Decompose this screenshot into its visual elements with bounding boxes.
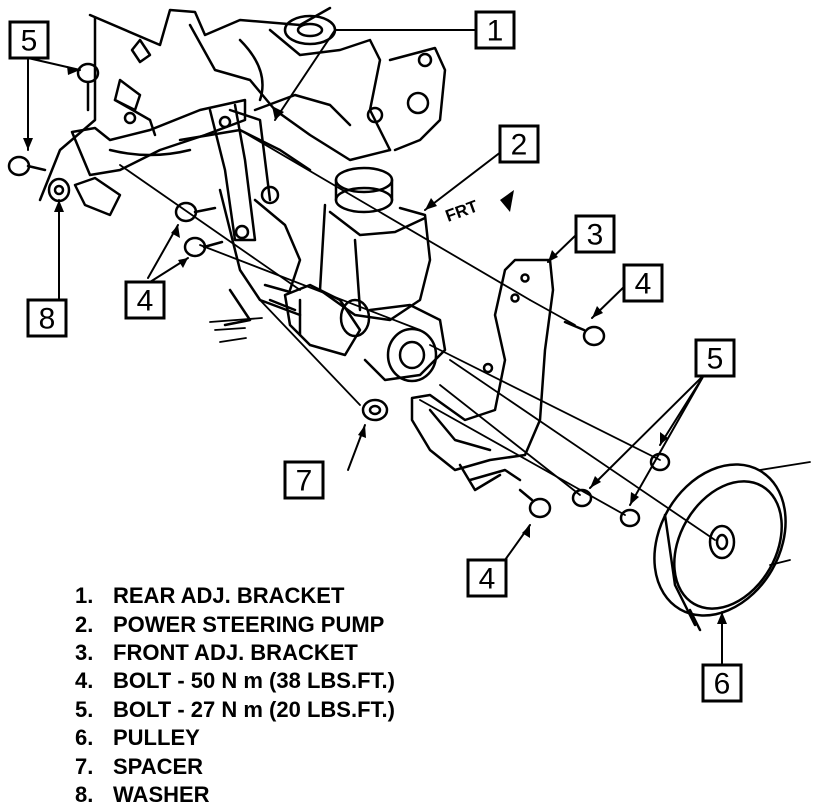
power-steering-pump xyxy=(263,166,447,383)
front-direction-indicator: FRT xyxy=(443,190,514,226)
callout-6: 6 xyxy=(701,663,743,703)
washer xyxy=(47,177,71,203)
svg-text:6: 6 xyxy=(714,668,731,701)
front-adj-bracket xyxy=(410,258,555,492)
svg-text:4: 4 xyxy=(479,563,496,596)
callout-4c: 4 xyxy=(466,558,508,598)
frt-label: FRT xyxy=(443,196,481,225)
svg-text:4: 4 xyxy=(635,268,652,301)
legend-item: 3.FRONT ADJ. BRACKET xyxy=(75,639,358,665)
svg-text:5: 5 xyxy=(707,343,724,376)
callout-4b: 4 xyxy=(622,263,664,303)
leader-lines xyxy=(27,29,723,666)
svg-text:5: 5 xyxy=(21,25,38,58)
exploded-guide-lines xyxy=(119,129,811,566)
callout-5b: 5 xyxy=(694,338,736,378)
callout-5a: 5 xyxy=(8,20,50,60)
callout-7: 7 xyxy=(283,460,325,500)
svg-text:1: 1 xyxy=(487,15,504,48)
spacer xyxy=(361,398,389,422)
pulley xyxy=(653,463,787,632)
legend-item: 7.SPACER xyxy=(75,753,204,779)
callout-8: 8 xyxy=(26,298,68,338)
frt-arrow-icon xyxy=(500,190,514,212)
bolts xyxy=(7,62,671,528)
svg-text:3: 3 xyxy=(587,219,604,252)
svg-text:4: 4 xyxy=(137,285,154,318)
svg-text:8: 8 xyxy=(39,303,56,336)
legend-item: 1.REAR ADJ. BRACKET xyxy=(75,583,345,609)
legend-item: 6.PULLEY xyxy=(75,725,200,751)
rear-adj-bracket xyxy=(70,98,280,242)
svg-text:2: 2 xyxy=(511,129,528,162)
legend-item: 2.POWER STEERING PUMP xyxy=(75,611,385,637)
callout-1: 1 xyxy=(474,10,516,50)
parts-legend: 1.REAR ADJ. BRACKET 2.POWER STEERING PUM… xyxy=(75,582,395,809)
callout-4a: 4 xyxy=(124,280,166,320)
svg-text:7: 7 xyxy=(296,465,313,498)
legend-item: 8.WASHER xyxy=(75,781,210,807)
legend-item: 5.BOLT - 27 N m (20 LBS.FT.) xyxy=(75,696,395,722)
callout-3: 3 xyxy=(574,214,616,254)
arrowheads xyxy=(23,66,727,624)
callout-2: 2 xyxy=(498,124,540,164)
legend-item: 4.BOLT - 50 N m (38 LBS.FT.) xyxy=(75,668,395,694)
engine-block xyxy=(38,6,447,327)
